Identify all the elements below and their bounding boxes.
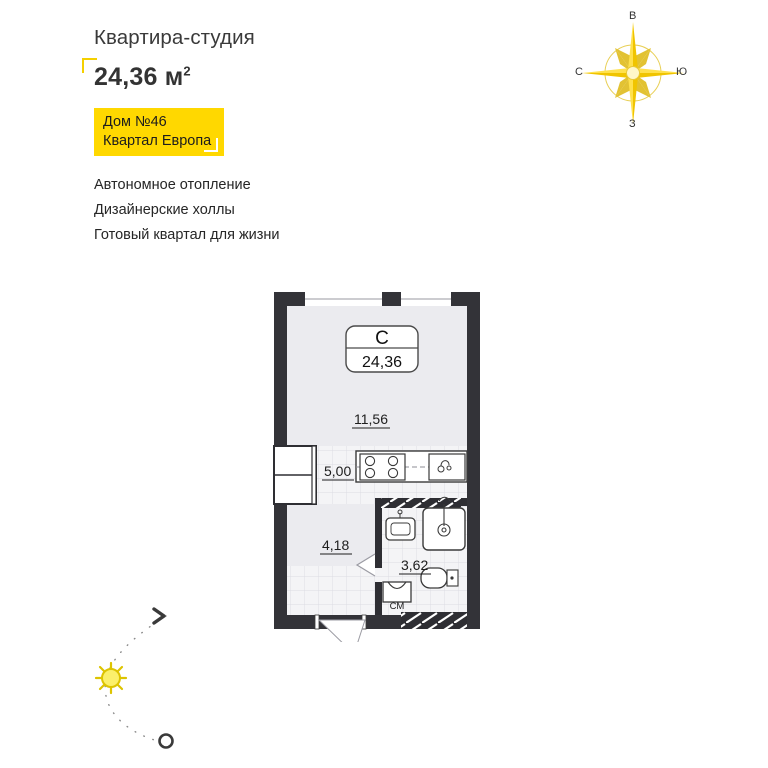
badge-type-letter: С — [375, 328, 389, 349]
area-unit: м — [164, 63, 184, 91]
quarter-name-label: Квартал Европа — [103, 132, 212, 149]
partition-bath-bottom — [375, 582, 382, 615]
feature-item: Готовый квартал для жизни — [94, 227, 280, 243]
header-info-block: Квартира-студия 24,36 м2 Дом №46 Квартал… — [82, 26, 454, 248]
compass-rose: В С Ю З — [568, 8, 698, 138]
bathroom-area: 3,62 — [401, 557, 428, 573]
floor-plan-drawing: С 24,36 11,56 5,00 4,18 3,62 СМ — [273, 292, 480, 642]
compass-rose-icon — [582, 22, 684, 124]
washbasin — [385, 517, 416, 541]
shower-head-icon — [437, 496, 451, 537]
washbasin-bowl — [390, 522, 411, 536]
living-room-area: 11,56 — [354, 411, 388, 427]
room-label-hallway: 4,18 — [320, 537, 352, 555]
structural-wall-upper — [381, 498, 461, 508]
kitchen-area: 5,00 — [324, 463, 351, 479]
room-label-living-room: 11,56 — [352, 411, 390, 429]
hallway-area: 4,18 — [322, 537, 349, 553]
partition-hall-bath — [375, 504, 382, 554]
circle-marker-icon — [158, 733, 174, 749]
washing-machine — [382, 581, 412, 603]
apartment-area: 24,36 м2 — [94, 62, 454, 92]
kitchen-faucet-icon — [437, 460, 452, 473]
area-number: 24,36 — [94, 63, 158, 91]
house-badge: Дом №46 Квартал Европа — [94, 108, 225, 156]
burner-icon — [364, 467, 376, 479]
burner-icon — [364, 455, 376, 467]
area-unit-exponent: 2 — [183, 63, 191, 79]
apartment-type-badge: С 24,36 — [345, 325, 419, 373]
cooktop — [359, 453, 406, 481]
feature-item: Дизайнерские холлы — [94, 202, 235, 218]
area-row: 24,36 м2 — [82, 58, 454, 96]
sun-path-diagram — [78, 592, 198, 752]
room-label-kitchen: 5,00 — [322, 463, 354, 481]
compass-label-south: З — [629, 118, 636, 130]
compass-label-east: Ю — [676, 66, 688, 78]
compass-label-north: В — [629, 10, 637, 22]
corner-bracket-icon — [82, 58, 97, 73]
house-number-label: Дом №46 — [103, 114, 167, 130]
washing-machine-label: СМ — [390, 601, 405, 612]
bathroom-door-swing — [355, 553, 376, 577]
structural-wall-lower — [401, 612, 467, 629]
entrance-door-jamb-left — [314, 614, 320, 630]
room-label-bathroom: 3,62 — [399, 557, 431, 575]
chevron-right-icon — [152, 607, 166, 625]
page-title: Квартира-студия — [94, 26, 255, 49]
feature-item: Автономное отопление — [94, 177, 251, 193]
sun-icon — [94, 661, 128, 695]
feature-list: Автономное отопление Дизайнерские холлы … — [94, 173, 454, 248]
floor-plan: С 24,36 11,56 5,00 4,18 3,62 СМ — [262, 282, 504, 642]
niche-door-panel — [311, 445, 317, 505]
burner-icon — [387, 467, 399, 479]
badge-total-area: 24,36 — [362, 354, 402, 371]
compass-label-west: С — [575, 66, 583, 78]
washbasin-faucet-icon — [397, 509, 403, 518]
entrance-door-swing — [317, 619, 366, 642]
corner-bracket-icon — [204, 138, 219, 152]
burner-icon — [387, 455, 399, 467]
sun-path-icon — [94, 607, 174, 749]
partition-hall-bath-lower — [375, 554, 382, 568]
toilet — [420, 567, 459, 589]
